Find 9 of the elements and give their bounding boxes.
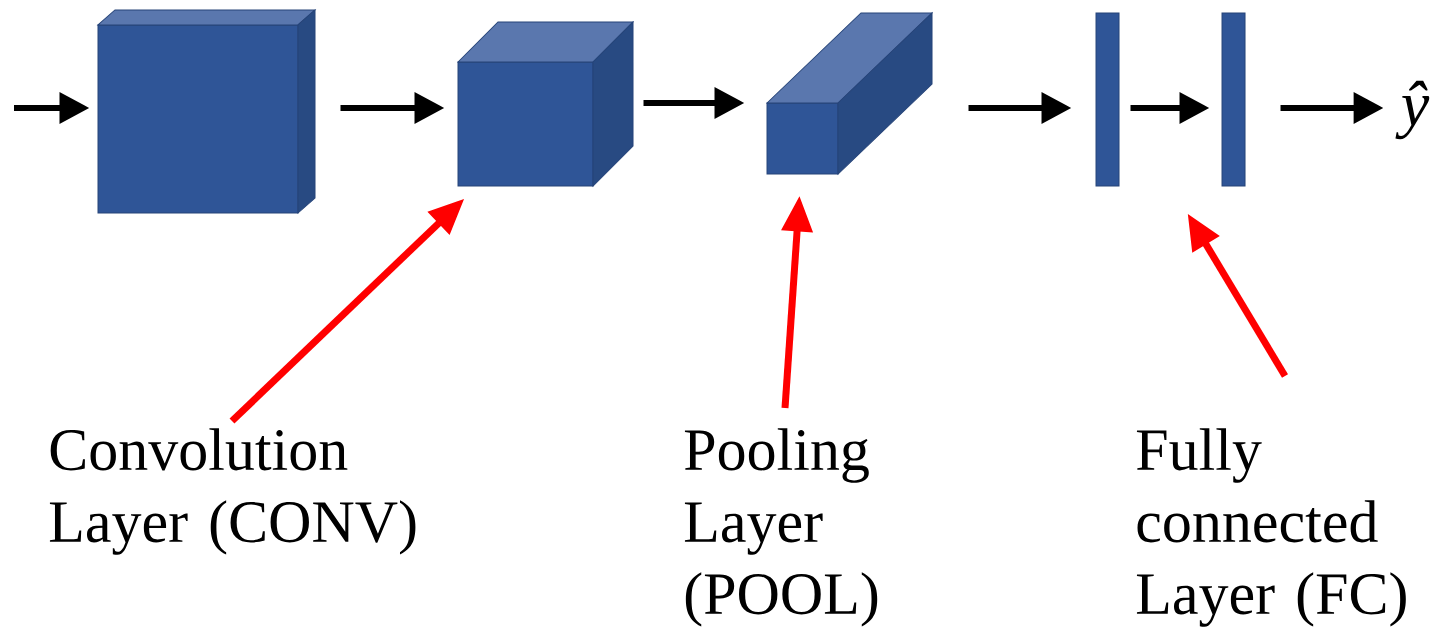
layer-block — [457, 21, 634, 187]
layer-label: Pooling Layer (POOL) — [684, 428, 878, 627]
output-symbol: ŷ — [1395, 80, 1430, 140]
layer-block — [766, 12, 933, 175]
layer-label: Fully connected Layer (FC) — [1136, 428, 1406, 627]
layer-bar — [1095, 12, 1120, 187]
layer-label: Convolution Layer (CONV) — [49, 428, 416, 555]
layer-block — [97, 9, 316, 214]
layer-bar — [1221, 12, 1246, 187]
